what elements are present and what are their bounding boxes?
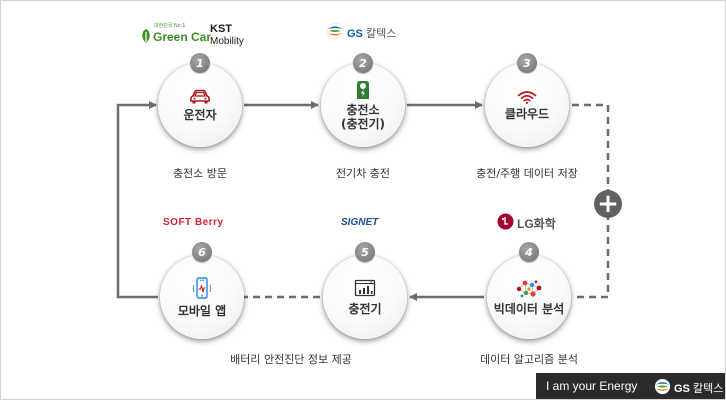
- kst-mobility-logo: KST Mobility: [210, 23, 254, 51]
- softberry-wordmark: SOFT Berry: [163, 217, 224, 228]
- footer-gs-korean-wordmark: 칼텍스: [692, 383, 724, 395]
- caption-battery-diagnosis: 배터리 안전진단 정보 제공: [230, 353, 352, 366]
- node-driver: 운전자: [158, 63, 242, 147]
- node-charging-station: 충전소 (충전기): [321, 63, 405, 147]
- footer-gs-emblem-icon: [654, 378, 671, 395]
- greencar-tagline: 대한민국 No.1: [154, 23, 186, 29]
- softberry-logo: SOFT Berry: [163, 216, 239, 232]
- node-cloud: 클라우드: [485, 63, 569, 147]
- node-charger: 충전기: [323, 255, 407, 339]
- mobile-phone-icon: [192, 276, 212, 299]
- step-badge-4: 4: [519, 242, 539, 262]
- step-badge-2: 2: [353, 53, 373, 73]
- node-big-data-label: 빅데이터 분석: [493, 301, 565, 316]
- node-cloud-label: 클라우드: [504, 106, 550, 121]
- charging-station-icon: [357, 80, 369, 99]
- greencar-wordmark: Green Car: [153, 30, 212, 44]
- gs-caltex-logo: GS 칼텍스: [326, 22, 398, 42]
- kst-wordmark: KST: [210, 23, 232, 35]
- arrow-app-to-driver: [116, 101, 158, 299]
- node-mobile-app-label: 모바일 앱: [177, 303, 227, 318]
- lg-emblem-icon: [497, 213, 514, 230]
- signet-logo: SIGNET: [341, 214, 391, 232]
- plus-icon: +: [594, 190, 622, 218]
- footer-gs-caltex-logo: GS 칼텍스: [654, 378, 724, 396]
- step-badge-3: 3: [517, 53, 537, 73]
- gs-korean-wordmark: 칼텍스: [365, 28, 397, 40]
- gs-wordmark: GS: [347, 28, 363, 40]
- footer-slogan: I am your Energy: [546, 379, 638, 393]
- lg-korean-wordmark: 화학: [533, 217, 556, 231]
- caption-ev-charging: 전기차 충전: [335, 167, 391, 180]
- step-badge-5: 5: [355, 242, 375, 262]
- footer-gs-wordmark: GS: [674, 383, 690, 395]
- lg-chem-logo: LG화학: [497, 212, 571, 232]
- node-mobile-app: 모바일 앱: [160, 255, 244, 339]
- node-charger-label: 충전기: [348, 301, 382, 316]
- greencar-leaf-icon: [142, 29, 150, 43]
- step-badge-6: 6: [192, 242, 212, 262]
- network-icon: [516, 279, 542, 297]
- chart-screen-icon: [354, 279, 376, 296]
- step-badge-1: 1: [190, 53, 210, 73]
- caption-store-data: 충전/주행 데이터 저장: [476, 167, 578, 180]
- node-driver-label: 운전자: [183, 107, 217, 122]
- node-big-data: 빅데이터 분석: [487, 255, 571, 339]
- caption-visit-station: 충전소 방문: [172, 167, 228, 180]
- node-charging-station-label: 충전소 (충전기): [340, 102, 386, 131]
- greencar-logo: 대한민국 No.1 Green Car: [140, 21, 211, 51]
- caption-algorithm-analysis: 데이터 알고리즘 분석: [479, 353, 579, 366]
- gs-emblem-icon: [326, 22, 344, 40]
- signet-wordmark: SIGNET: [341, 217, 379, 228]
- lg-wordmark: LG: [517, 217, 534, 231]
- kst-mobility-wordmark: Mobility: [210, 36, 244, 47]
- car-icon: [190, 89, 210, 103]
- footer-brand-bar: I am your Energy GS 칼텍스: [536, 373, 725, 399]
- wifi-icon: [517, 90, 537, 104]
